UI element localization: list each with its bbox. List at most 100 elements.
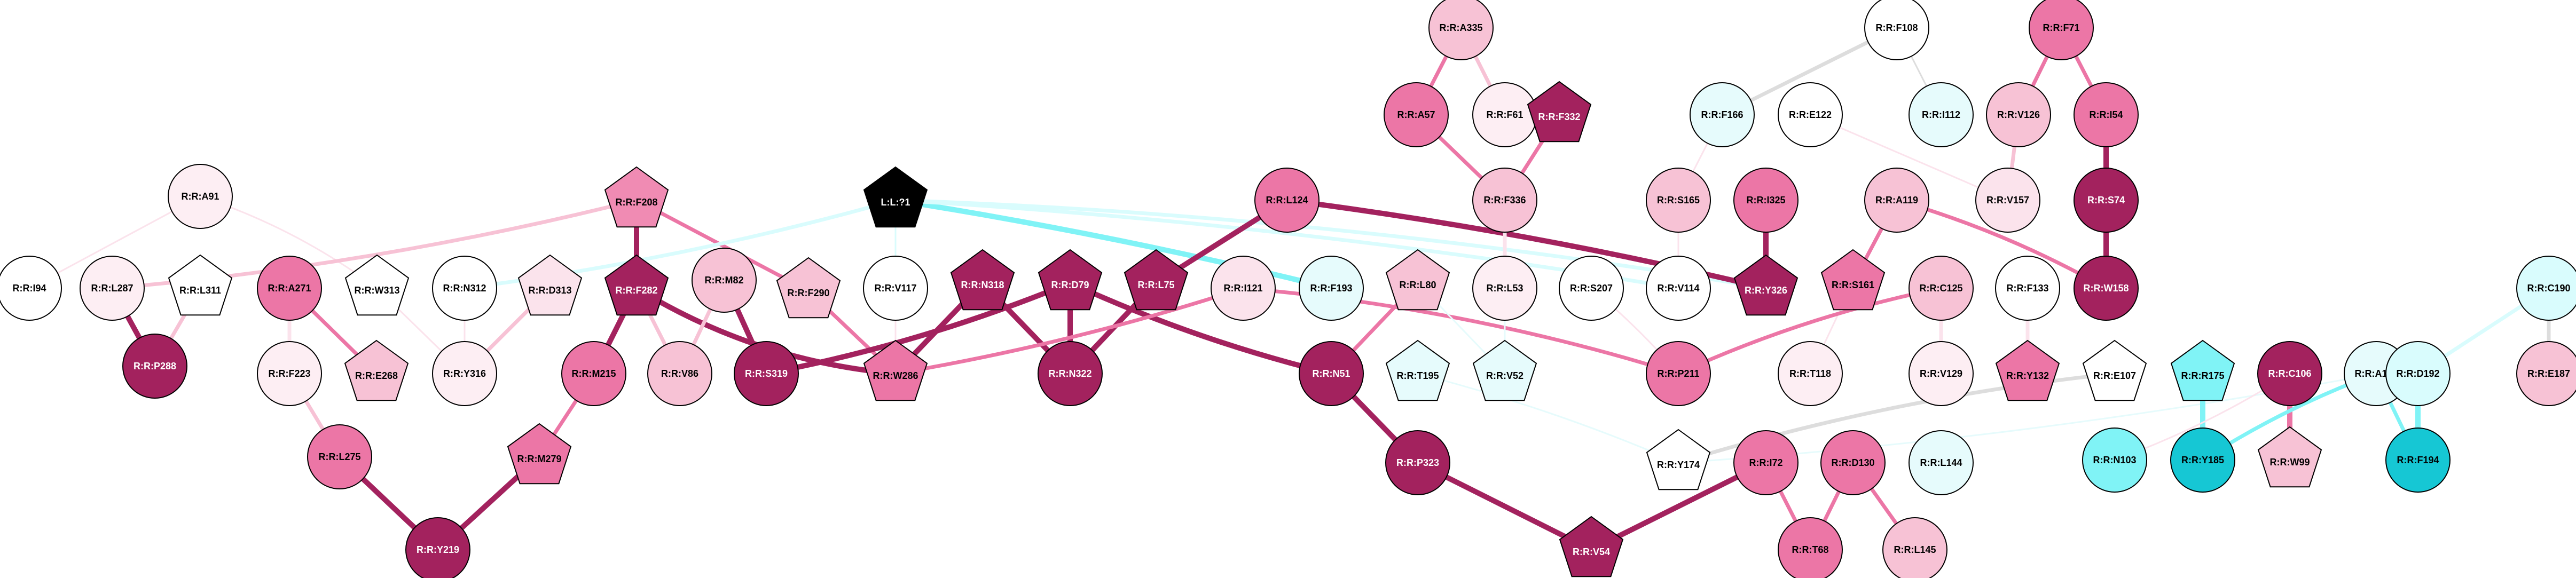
node-label: R:R:V129	[1920, 368, 1962, 379]
node-pentagon	[776, 257, 841, 319]
node-label: L:L:?1	[881, 197, 910, 208]
node-label: R:R:M82	[704, 275, 743, 286]
node: R:R:F194	[2385, 427, 2451, 493]
node-pentagon	[168, 254, 233, 316]
node: R:R:M82	[692, 248, 757, 313]
node-pentagon	[2082, 339, 2147, 401]
edge-layer	[28, 26, 2551, 552]
node-label: R:R:D313	[528, 285, 571, 296]
node: R:R:A335	[1428, 0, 1494, 60]
node-label: R:R:N318	[961, 280, 1004, 290]
node: R:R:I54	[2074, 82, 2139, 147]
node-label: R:R:N103	[2093, 455, 2136, 465]
node-pentagon	[1527, 81, 1592, 142]
node-label: R:R:I112	[1922, 109, 1960, 120]
node: R:R:L75	[1124, 249, 1189, 311]
node-pentagon	[1385, 339, 1450, 401]
node-label: R:R:Y185	[2181, 455, 2224, 465]
node-pentagon	[1820, 249, 1886, 311]
node: R:R:L275	[307, 424, 372, 489]
node: R:R:W286	[863, 339, 928, 401]
node-label: R:R:P211	[1657, 368, 1699, 379]
edge	[893, 286, 1245, 376]
node: R:R:F290	[776, 257, 841, 319]
node-label: R:R:N312	[443, 283, 486, 294]
node-circle	[1986, 82, 2051, 147]
node-circle	[1864, 168, 1929, 233]
node: R:R:T68	[1778, 517, 1843, 578]
node-label: R:R:L275	[318, 452, 360, 462]
node-pentagon	[344, 339, 409, 401]
node-label: R:R:Y132	[2006, 370, 2049, 381]
node-label: R:R:L53	[1486, 283, 1523, 294]
node-pentagon	[1995, 339, 2060, 401]
node-label: R:R:M215	[571, 368, 616, 379]
node: R:R:F223	[257, 341, 322, 406]
node-circle	[1909, 430, 1974, 495]
node: R:R:V117	[863, 256, 928, 321]
node-circle	[1909, 341, 1974, 406]
edge	[893, 198, 1680, 290]
node-circle	[1559, 256, 1624, 321]
node: R:R:L287	[80, 256, 145, 321]
node-label: R:R:S161	[1832, 280, 1874, 290]
node: R:R:I94	[0, 256, 62, 321]
node-label: R:R:T118	[1789, 368, 1831, 379]
node: R:R:P288	[122, 334, 187, 399]
node-circle	[1882, 517, 1947, 578]
node-circle	[1385, 430, 1450, 495]
node-pentagon	[863, 166, 928, 228]
node-label: R:R:L311	[179, 285, 221, 296]
node: R:R:N318	[950, 249, 1015, 311]
node-circle	[561, 341, 626, 406]
node: R:R:N322	[1038, 341, 1103, 406]
node-pentagon	[604, 254, 669, 316]
node-label: R:R:L145	[1894, 544, 1936, 555]
node-label: R:R:F133	[2006, 283, 2048, 294]
node-label: R:R:C106	[2268, 368, 2311, 379]
node: R:R:Y326	[1733, 254, 1799, 316]
node: R:R:F71	[2029, 0, 2094, 60]
node: R:R:V114	[1646, 256, 1711, 321]
node: R:R:S207	[1559, 256, 1624, 321]
node: R:R:N51	[1299, 341, 1364, 406]
node-circle	[2516, 256, 2576, 321]
node-circle	[1733, 168, 1799, 233]
node: R:R:W313	[344, 254, 410, 316]
node: R:R:S161	[1820, 249, 1886, 311]
node-label: R:R:V86	[661, 368, 698, 379]
node-circle	[1299, 341, 1364, 406]
node: R:R:P323	[1385, 430, 1450, 495]
node-pentagon	[517, 254, 583, 316]
node: L:L:?1	[863, 166, 928, 228]
node-label: R:R:C125	[1919, 283, 1962, 294]
node-circle	[863, 256, 928, 321]
node-label: R:R:P288	[133, 361, 176, 371]
node-label: R:R:V114	[1657, 283, 1699, 294]
node: R:R:T195	[1385, 339, 1450, 401]
node-label: R:R:I94	[12, 283, 46, 294]
node-circle	[2257, 341, 2322, 406]
node-circle	[1384, 82, 1449, 147]
node-label: R:R:E268	[355, 370, 398, 381]
node: R:R:R175	[2170, 339, 2235, 401]
node-circle	[2074, 256, 2139, 321]
node-pentagon	[1559, 516, 1624, 577]
node-label: R:R:F71	[2043, 22, 2079, 33]
node-circle	[2385, 341, 2451, 406]
node-label: R:R:I72	[1749, 457, 1782, 468]
node-label: R:R:W158	[2083, 283, 2129, 294]
node-label: R:R:D130	[1831, 457, 1874, 468]
node-pentagon	[1385, 249, 1450, 311]
node-label: R:R:N322	[1048, 368, 1091, 379]
node-circle	[80, 256, 145, 321]
node-circle	[692, 248, 757, 313]
node-label: R:R:Y174	[1657, 460, 1700, 470]
node-label: R:R:V52	[1486, 370, 1523, 381]
node: R:R:M279	[507, 423, 572, 485]
node-label: R:R:W286	[873, 370, 918, 381]
node: R:R:I112	[1909, 82, 1974, 147]
node: R:R:L145	[1882, 517, 1947, 578]
node-pentagon	[1038, 249, 1103, 311]
